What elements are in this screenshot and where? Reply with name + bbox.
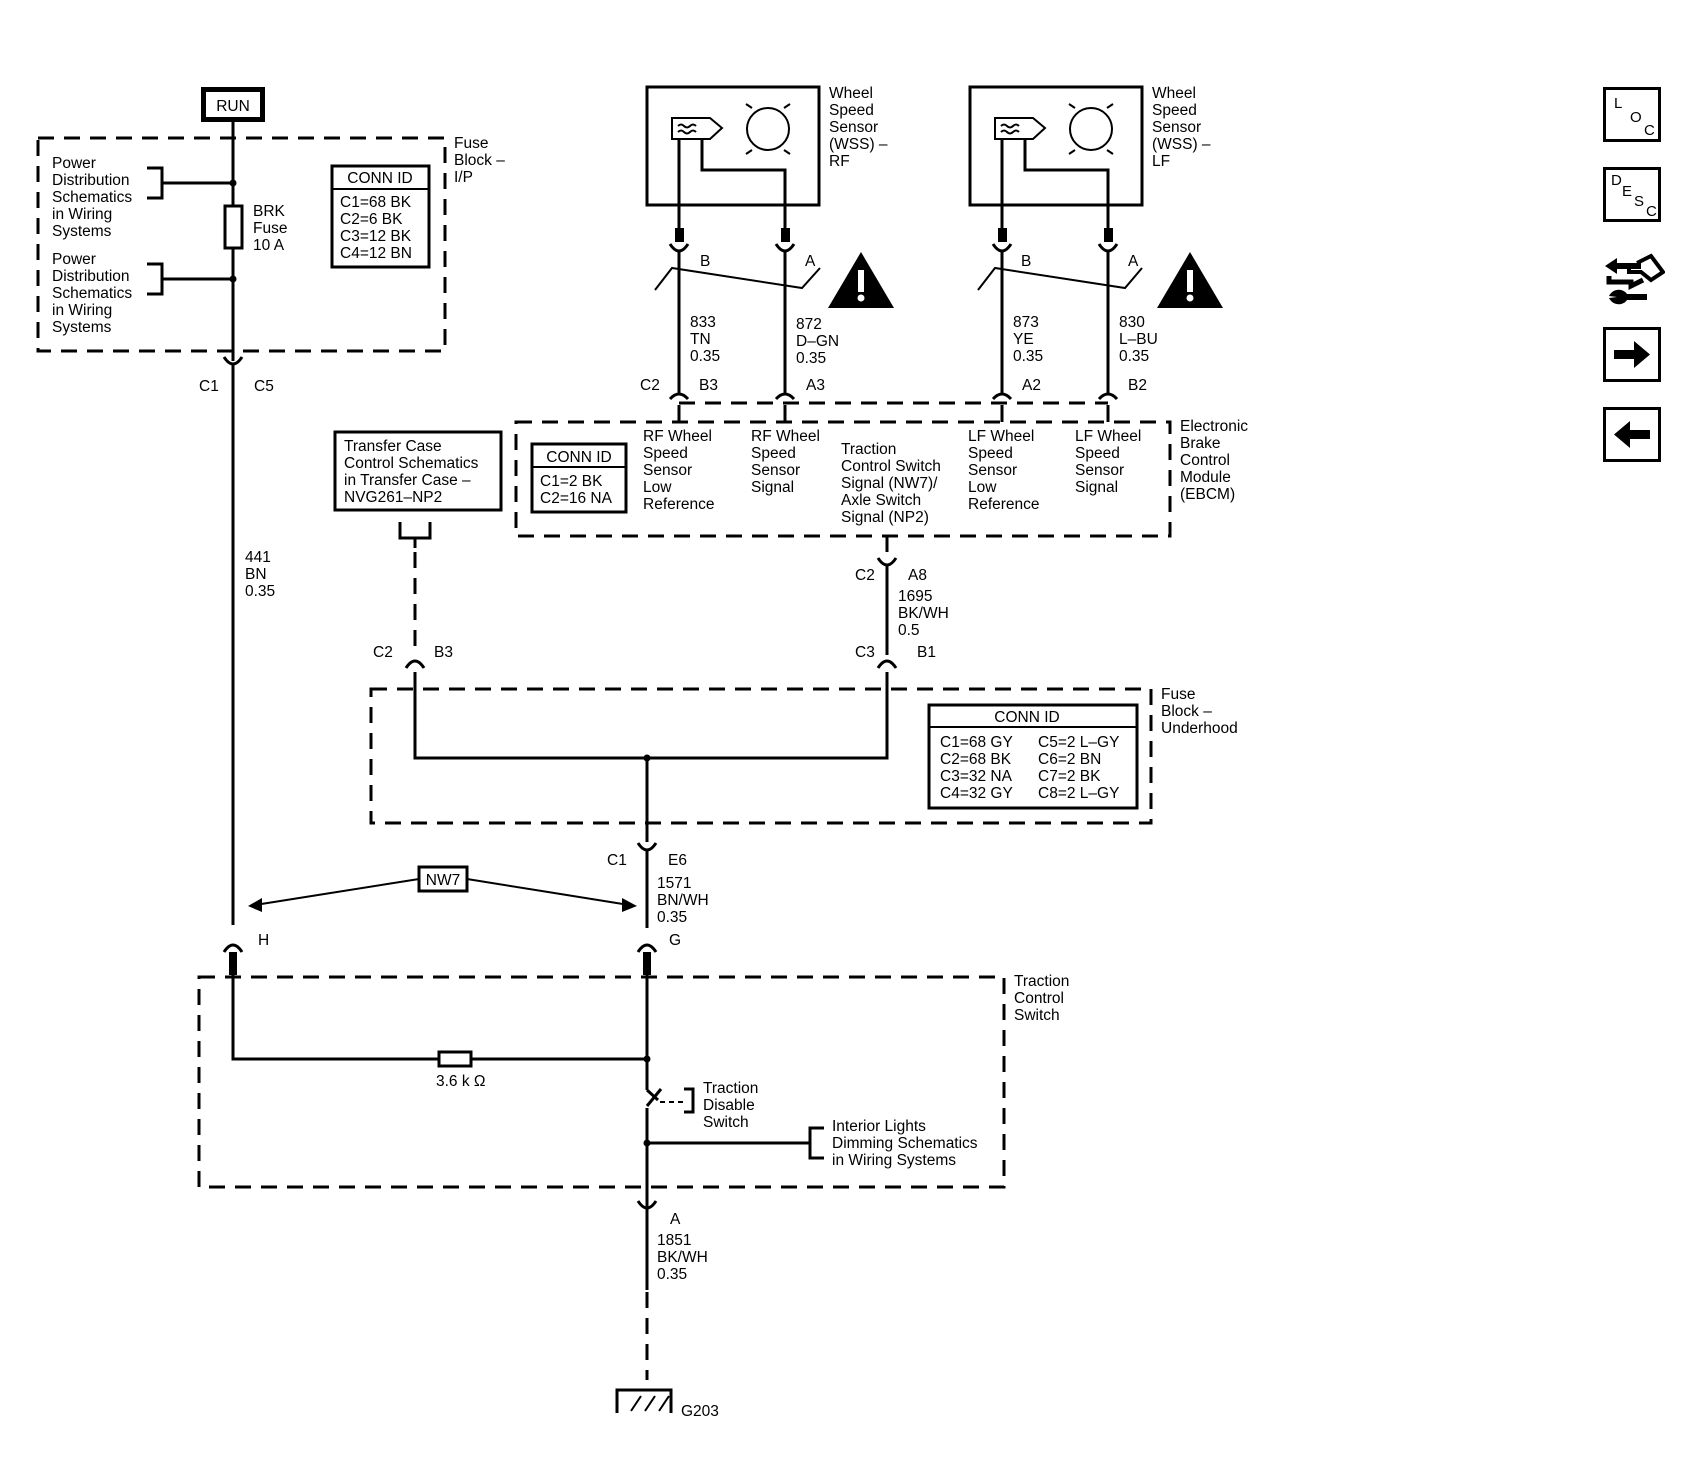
wss-lf-pin-b: B <box>1021 253 1031 270</box>
transfer-pin-b3: B3 <box>434 644 453 661</box>
twisted-pair <box>977 266 1143 291</box>
rf-signal-label: RF Wheel Speed Sensor Signal <box>751 428 824 496</box>
sensor-head-icon <box>994 117 1047 140</box>
fuse-ip-conn-id: CONN ID C1=68 BK C2=6 BK C3=12 BK C4=12 … <box>330 164 431 269</box>
switch-pin-g: G <box>669 932 681 949</box>
svg-text:CONN ID: CONN ID <box>994 709 1059 726</box>
traction-control-switch-title: Traction Control Switch <box>1014 973 1074 1024</box>
ebcm-conn-id: CONN ID C1=2 BK C2=16 NA <box>530 442 628 514</box>
next-button[interactable] <box>1603 327 1661 382</box>
run-label: RUN <box>216 98 250 115</box>
power-distribution-ref-1: Power Distribution Schematics in Wiring … <box>52 155 136 240</box>
svg-text:NW7: NW7 <box>426 872 460 889</box>
wire-873-label: 873 YE 0.35 <box>1013 314 1043 365</box>
desc-button[interactable]: D E S C <box>1603 167 1661 222</box>
ebcm-pin-a3: A3 <box>806 377 825 394</box>
ebcm-title: Electronic Brake Control Module (EBCM) <box>1180 418 1252 503</box>
svg-text:C1=68 BK C2=6 BK: C1=68 BK C2=6 BK C3=12 BK C4=12 BN <box>340 194 415 262</box>
bracket-ref-1 <box>147 166 233 200</box>
back-button[interactable] <box>1603 407 1661 462</box>
resistor-label: 3.6 k Ω <box>436 1073 486 1090</box>
wss-rf: Wheel Speed Sensor (WSS) – RF B A 833 TN… <box>645 85 894 395</box>
ground-g203: G203 <box>615 1388 719 1420</box>
wss-lf-pin-a: A <box>1128 253 1139 270</box>
twisted-pair <box>654 266 821 291</box>
wire-830-label: 830 L–BU 0.35 <box>1119 314 1162 365</box>
lf-signal-label: LF Wheel Speed Sensor Signal <box>1075 428 1146 496</box>
wire-872-label: 872 D–GN 0.35 <box>796 316 843 367</box>
svg-text:C1=68 GY C2=68 BK: C1=68 GY C2=68 BK C3=32 NA C4=32 GY <box>940 734 1017 802</box>
interior-lights-dimming-ref: Interior Lights Dimming Schematics in Wi… <box>832 1118 982 1169</box>
warning-icon <box>828 252 894 308</box>
ebcm-pin-b2: B2 <box>1128 377 1147 394</box>
loc-button[interactable]: L O C <box>1603 87 1661 142</box>
underhood-pin-b1: B1 <box>917 644 936 661</box>
svg-text:CONN ID: CONN ID <box>347 170 412 187</box>
rf-low-reference-label: RF Wheel Speed Sensor Low Reference <box>643 428 716 513</box>
svg-text:Transfer Case Control Sc: Transfer Case Control Schematics in Tran… <box>344 438 483 506</box>
wss-lf: Wheel Speed Sensor (WSS) – LF B A 873 YE… <box>968 85 1223 395</box>
pin-c5: C5 <box>254 378 274 395</box>
underhood-conn-id: CONN ID C1=68 GY C2=68 BK C3=32 NA C4=32… <box>927 703 1139 810</box>
switch-pin-h: H <box>258 932 269 949</box>
brk-fuse-label: BRK Fuse 10 A <box>253 203 292 254</box>
underhood-pin-e6: E6 <box>668 852 687 869</box>
wss-rf-pin-a: A <box>805 253 816 270</box>
svg-text:C1=2 BK C2=16 NA: C1=2 BK C2=16 NA <box>540 473 613 507</box>
pin-c1: C1 <box>199 378 219 395</box>
traction-disable-switch-label: Traction Disable Switch <box>703 1080 763 1131</box>
fuse-block-underhood-title: Fuse Block – Underhood <box>1161 686 1238 737</box>
sensor-head-icon <box>671 117 724 140</box>
run-power-source: RUN <box>201 87 265 122</box>
wire-441-label: 441 BN 0.35 <box>245 549 275 600</box>
wss-lf-title: Wheel Speed Sensor (WSS) – LF <box>1152 85 1215 170</box>
underhood-pin-c3: C3 <box>855 644 875 661</box>
option-nw7: NW7 <box>248 865 637 912</box>
lf-low-reference-label: LF Wheel Speed Sensor Low Reference <box>968 428 1040 513</box>
fuse-block-ip-title: Fuse Block – I/P <box>454 135 509 186</box>
arrow-right-icon <box>1614 341 1650 368</box>
transfer-case-ref: Transfer Case Control Schematics in Tran… <box>333 430 503 669</box>
traction-control-switch: H G Traction Control Switch 3.6 k Ω Trac… <box>197 932 1074 1228</box>
underhood-pin-c1: C1 <box>607 852 627 869</box>
tone-ring-icon <box>1069 107 1113 151</box>
brk-fuse-symbol <box>223 204 244 250</box>
traction-signal-label: Traction Control Switch Signal (NW7)/ Ax… <box>841 441 945 526</box>
wire-833-label: 833 TN 0.35 <box>690 314 720 365</box>
svg-text:CONN ID: CONN ID <box>546 449 611 466</box>
wss-rf-pin-b: B <box>700 253 710 270</box>
resistor-symbol <box>437 1050 473 1068</box>
fuse-block-underhood: C3 B1 Fuse Block – Underhood CONN ID C1=… <box>369 644 1238 928</box>
ebcm-pin-b3: B3 <box>699 377 718 394</box>
tone-ring-icon <box>746 107 790 151</box>
connector-wrench-icon[interactable] <box>1603 250 1666 310</box>
arrow-left-icon <box>1614 421 1650 448</box>
ebcm-out-pin-a8: A8 <box>908 567 927 584</box>
wire-1571-label: 1571 BN/WH 0.35 <box>657 875 713 926</box>
ebcm-pin-c2: C2 <box>640 377 660 394</box>
ebcm-pin-a2: A2 <box>1022 377 1041 394</box>
transfer-pin-c2: C2 <box>373 644 393 661</box>
warning-icon <box>1157 252 1223 308</box>
switch-contact <box>645 1088 663 1107</box>
power-distribution-ref-2: Power Distribution Schematics in Wiring … <box>52 251 136 336</box>
wire-1851-label: 1851 BK/WH 0.35 <box>657 1232 712 1283</box>
ground-label: G203 <box>681 1403 719 1420</box>
wss-rf-title: Wheel Speed Sensor (WSS) – RF <box>829 85 892 170</box>
ebcm: C2 B3 A3 A2 B2 Electronic Brake Control … <box>514 377 1252 655</box>
svg-text:C5=2 L–GY C6=2 BN: C5=2 L–GY C6=2 BN C7=2 BK C8=2 L–GY <box>1038 734 1123 802</box>
ebcm-out-pin-c2: C2 <box>855 567 875 584</box>
wire-1695-label: 1695 BK/WH 0.5 <box>898 588 953 639</box>
switch-pin-a: A <box>670 1211 681 1228</box>
fuse-block-ip: Fuse Block – I/P Power Distribution Sche… <box>36 135 509 353</box>
bracket-ref-2 <box>147 262 233 296</box>
